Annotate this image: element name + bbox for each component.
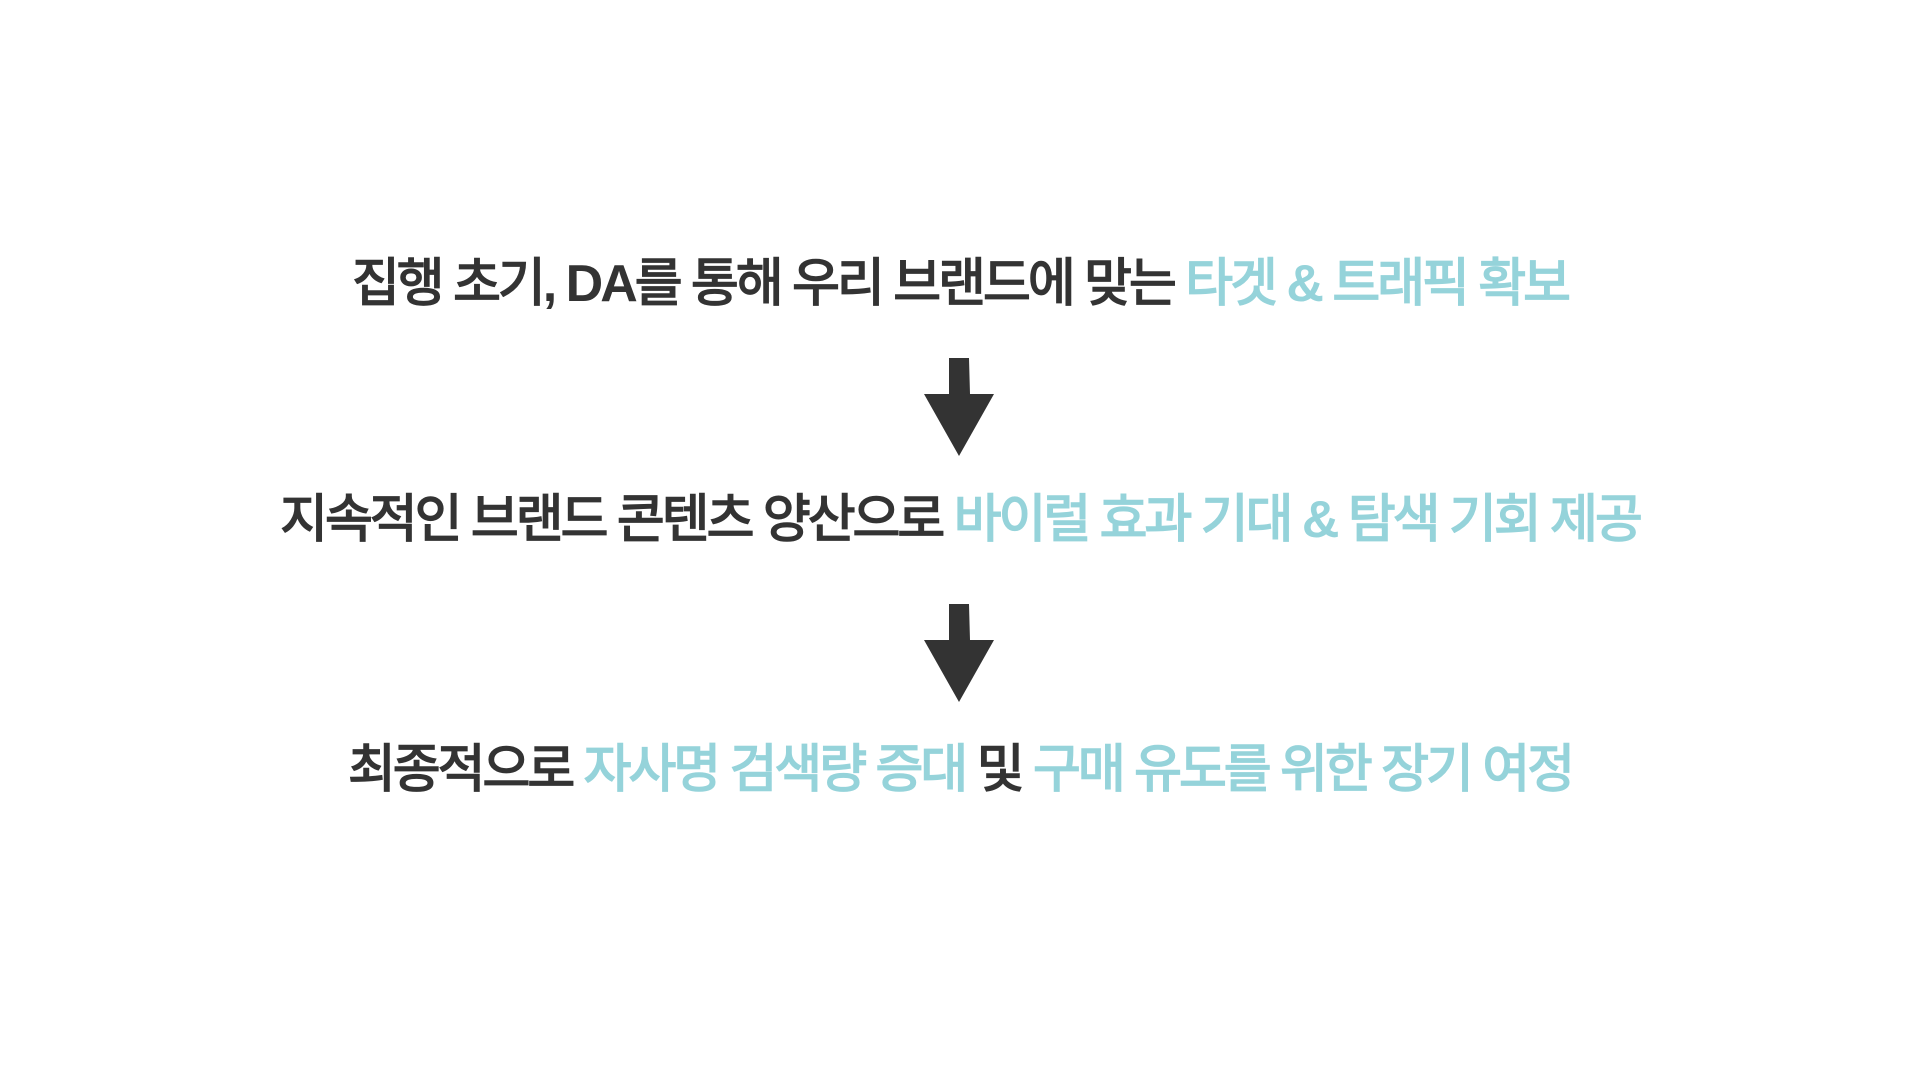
step-3-text: 최종적으로 [347, 741, 584, 799]
flow-step-3: 최종적으로 자사명 검색량 증대 및 구매 유도를 위한 장기 여정 [0, 740, 1920, 800]
arrow-down-icon [924, 604, 994, 702]
arrow-down-icon [924, 358, 994, 456]
step-1-highlight: 타겟 & 트래픽 확보 [1185, 255, 1571, 313]
flow-step-2: 지속적인 브랜드 콘텐츠 양산으로 바이럴 효과 기대 & 탐색 기회 제공 [0, 490, 1920, 550]
step-1-text: 집행 초기, DA를 통해 우리 브랜드에 맞는 [351, 255, 1186, 313]
step-2-highlight: 바이럴 효과 기대 & 탐색 기회 제공 [953, 491, 1643, 549]
flow-step-1: 집행 초기, DA를 통해 우리 브랜드에 맞는 타겟 & 트래픽 확보 [0, 254, 1920, 314]
step-3-middle: 및 [965, 741, 1033, 799]
step-3-highlight-2: 구매 유도를 위한 장기 여정 [1033, 741, 1575, 799]
step-2-text: 지속적인 브랜드 콘텐츠 양산으로 [280, 491, 954, 549]
step-3-highlight: 자사명 검색량 증대 [583, 741, 969, 799]
